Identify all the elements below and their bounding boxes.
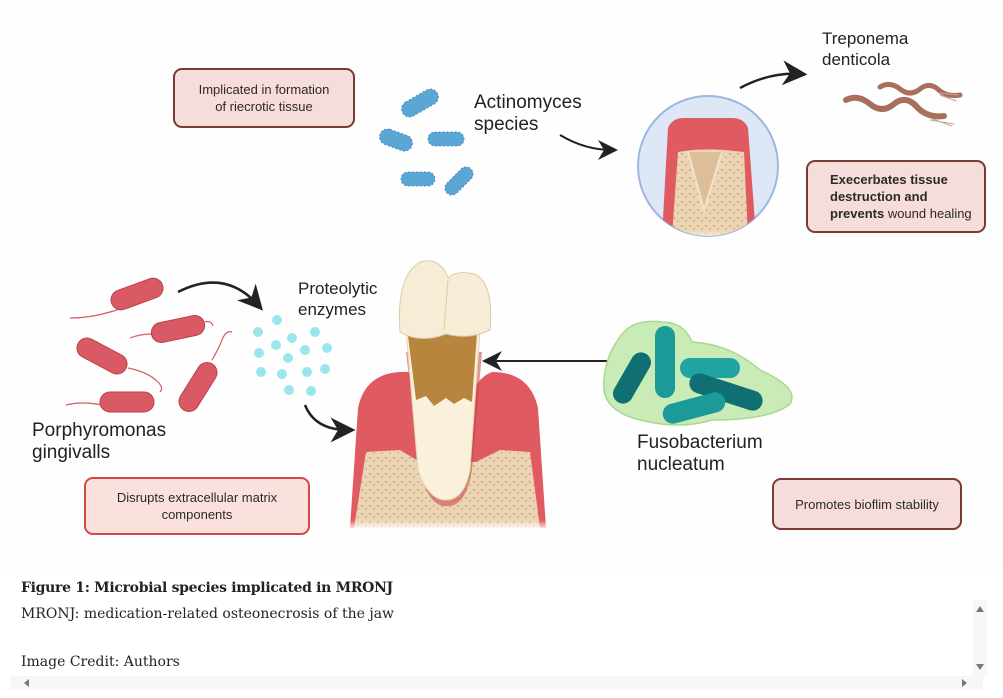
figure-caption-subtitle: MRONJ: medication-related osteonecrosis … — [21, 606, 395, 622]
scroll-down-arrow-icon[interactable] — [976, 664, 984, 670]
arrow-lesion-to-treponema — [739, 60, 808, 90]
treponema-box-line2: destruction and — [830, 189, 928, 204]
tooth-periodontitis-icon — [340, 260, 560, 530]
fusobacterium-biofilm-icon — [602, 320, 793, 426]
fusobacterium-box-line1: Promotes bioflim stability — [795, 496, 939, 512]
porphyromonas-label-line2: gingivalls — [32, 442, 111, 463]
arrow-enzymes-to-tooth — [303, 404, 356, 443]
porphyromonas-label: Porphyromonas gingivalls — [32, 420, 166, 464]
treponema-box-line3: prevents wound healing — [830, 205, 972, 222]
porphyromonas-box-line1: Disrupts extracellular matrix — [116, 490, 278, 505]
fusobacterium-label-line1: Fusobacterium — [637, 432, 763, 453]
scroll-left-arrow-icon[interactable] — [24, 679, 29, 687]
proteolytic-label-line2: enzymes — [298, 300, 367, 319]
fusobacterium-label: Fusobacterium nucleatum — [637, 432, 763, 476]
porphyromonas-box-line2: components — [161, 507, 233, 522]
vertical-scrollbar[interactable] — [973, 600, 987, 676]
porphyromonas-effect-box: Disrupts extracellular matrix components — [84, 477, 310, 535]
scroll-up-arrow-icon[interactable] — [976, 606, 984, 612]
actinomyces-label-line2: species — [474, 114, 539, 135]
treponema-bacteria-icon — [843, 81, 963, 127]
proteolytic-enzymes-label: Proteolytic enzymes — [298, 278, 377, 320]
figure-caption-title: Figure 1: Microbial species implicated i… — [21, 580, 393, 596]
treponema-label-line2: denticola — [822, 50, 891, 69]
figure-illustration: Actinomyces species Treponema denticola … — [32, 28, 986, 535]
figure-artwork — [65, 60, 963, 530]
treponema-label: Treponema denticola — [822, 28, 908, 70]
horizontal-scrollbar[interactable] — [10, 676, 983, 690]
necrotic-box-line2: of riecrotic tissue — [215, 99, 313, 114]
treponema-box-line1: Execerbates tissue — [830, 172, 948, 187]
scroll-right-arrow-icon[interactable] — [962, 679, 967, 687]
proteolytic-label-line1: Proteolytic — [298, 279, 378, 298]
necrotic-box-line1: Implicated in formation — [198, 82, 330, 97]
actinomyces-label: Actinomyces species — [474, 92, 582, 136]
treponema-label-line1: Treponema — [822, 29, 909, 48]
necrotic-tissue-box: Implicated in formation of riecrotic tis… — [173, 68, 355, 128]
porphyromonas-label-line1: Porphyromonas — [32, 420, 167, 441]
arrow-actinomyces-to-lesion — [559, 134, 618, 160]
treponema-box-line3-bold: prevents — [830, 206, 885, 221]
actinomyces-label-line1: Actinomyces — [474, 92, 582, 113]
necrotic-bone-inset-icon — [637, 95, 779, 237]
fusobacterium-label-line2: nucleatum — [637, 454, 725, 475]
proteolytic-enzymes-icon — [253, 315, 332, 396]
treponema-box-line3-rest: wound healing — [884, 206, 972, 221]
actinomyces-bacteria-icon — [379, 88, 474, 196]
arrow-porphyromonas-to-enzymes — [177, 281, 263, 311]
figure-image-credit: Image Credit: Authors — [21, 654, 180, 670]
treponema-effect-box: Execerbates tissue destruction and preve… — [806, 160, 986, 233]
fusobacterium-effect-box: Promotes bioflim stability — [772, 478, 962, 530]
porphyromonas-bacteria-icon — [65, 277, 233, 413]
